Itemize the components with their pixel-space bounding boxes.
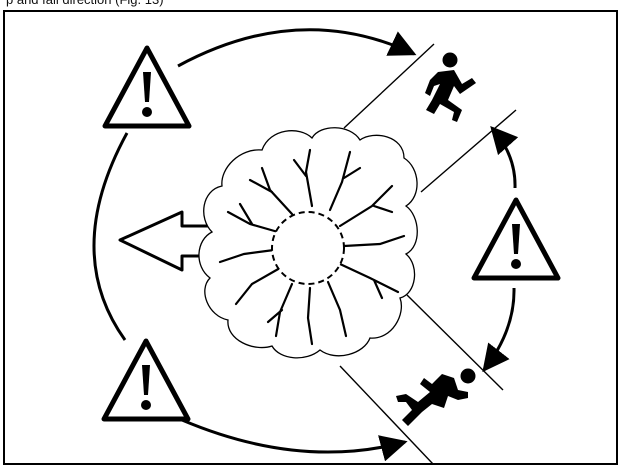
tree-stump <box>272 212 344 284</box>
arc-top-arrow <box>178 30 414 66</box>
escape-line-upper-1 <box>344 44 434 128</box>
arc-left <box>94 133 127 340</box>
arc-right-upper-arrow <box>492 128 515 188</box>
warning-triangle-icon <box>105 48 189 126</box>
arc-bottom-arrow <box>182 420 405 452</box>
running-person-icon <box>425 53 476 123</box>
escape-line-lower-1 <box>407 295 503 390</box>
escape-line-upper-2 <box>421 110 516 192</box>
warning-triangle-icon <box>104 341 188 419</box>
escape-line-lower-2 <box>340 366 433 464</box>
arc-right-lower-arrow <box>484 288 514 370</box>
running-person-icon <box>396 369 476 427</box>
warning-triangle-icon <box>474 200 558 278</box>
